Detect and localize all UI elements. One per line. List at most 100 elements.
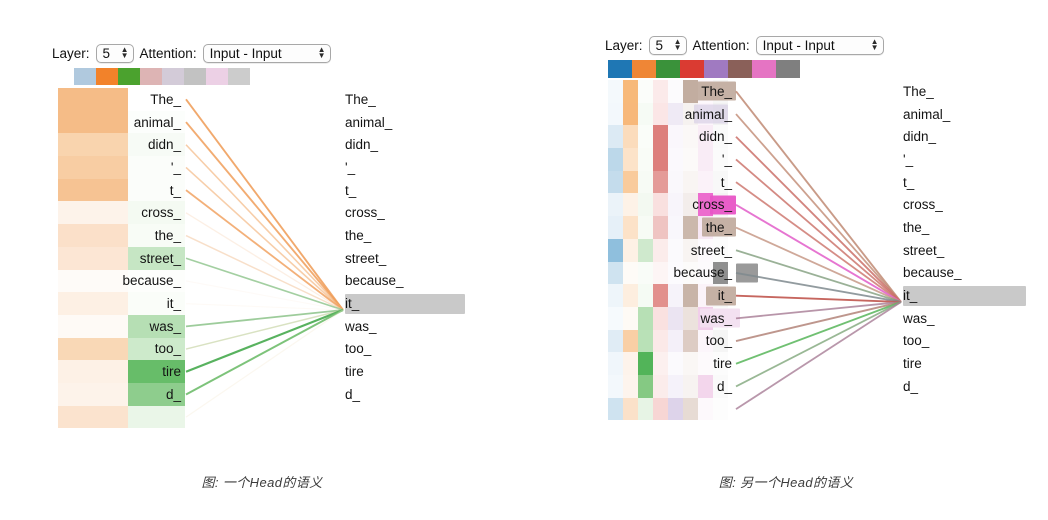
token-target[interactable]: cross_ — [903, 193, 1026, 216]
token-source[interactable]: animal_ — [608, 103, 736, 126]
token-target[interactable]: street_ — [903, 239, 1026, 262]
token-target[interactable]: too_ — [903, 330, 1026, 353]
token-source[interactable]: too_ — [608, 330, 736, 353]
head-swatch-3[interactable] — [118, 68, 140, 85]
layer-stepper-icon[interactable]: ▲ ▼ — [674, 38, 682, 52]
attention-edge — [185, 257, 344, 311]
layer-select[interactable]: 5 ▲ ▼ — [648, 36, 687, 55]
token-target[interactable]: tire — [345, 360, 467, 383]
token-target[interactable]: The_ — [345, 88, 467, 111]
attention-stepper-icon[interactable]: ▲ ▼ — [871, 38, 879, 52]
heatmap-cell — [608, 284, 623, 307]
token-source[interactable]: The_ — [58, 88, 185, 111]
token-source[interactable]: too_ — [58, 338, 185, 361]
token-source[interactable]: street_ — [58, 247, 185, 270]
token-source[interactable]: the_ — [58, 224, 185, 247]
token-source[interactable]: the_ — [608, 216, 736, 239]
heatmap-cell — [608, 306, 623, 330]
attention-edge — [735, 272, 902, 303]
token-target[interactable]: t_ — [345, 179, 467, 202]
head-swatch-1[interactable] — [74, 68, 96, 85]
token-target[interactable]: cross_ — [345, 201, 467, 224]
attention-heatmap-left — [58, 88, 185, 429]
attention-stepper-icon[interactable]: ▲ ▼ — [318, 46, 326, 60]
layer-stepper-icon[interactable]: ▲ ▼ — [121, 46, 129, 60]
heatmap-cell — [58, 133, 128, 157]
token-label: animal_ — [133, 114, 181, 130]
token-source[interactable]: it_ — [58, 292, 185, 315]
token-source[interactable]: cross_ — [58, 201, 185, 224]
heatmap-cell — [698, 261, 713, 285]
heatmap-cell — [638, 102, 653, 126]
token-source[interactable]: The_ — [608, 80, 736, 103]
token-source[interactable]: didn_ — [58, 133, 185, 156]
token-target[interactable]: the_ — [903, 216, 1026, 239]
token-target[interactable]: '_ — [903, 148, 1026, 171]
head-swatch-7[interactable] — [206, 68, 228, 85]
attention-edge — [185, 280, 344, 311]
token-target[interactable]: '_ — [345, 156, 467, 179]
head-swatch-6[interactable] — [184, 68, 206, 85]
attention-type-select[interactable]: Input - Input ▲ ▼ — [202, 44, 331, 63]
attention-type-select[interactable]: Input - Input ▲ ▼ — [755, 36, 884, 55]
token-source[interactable]: animal_ — [58, 111, 185, 134]
token-target[interactable]: street_ — [345, 247, 467, 270]
token-source[interactable]: street_ — [608, 239, 736, 262]
token-source[interactable]: didn_ — [608, 125, 736, 148]
token-target[interactable]: tire — [903, 352, 1026, 375]
token-source[interactable]: '_ — [58, 156, 185, 179]
token-target[interactable]: was_ — [345, 315, 467, 338]
token-source[interactable]: '_ — [608, 148, 736, 171]
token-target[interactable]: The_ — [903, 80, 1026, 103]
token-target[interactable]: because_ — [903, 262, 1026, 285]
token-source[interactable]: it_ — [608, 284, 736, 307]
head-swatch-5[interactable] — [704, 60, 728, 78]
token-target[interactable]: t_ — [903, 171, 1026, 194]
token-source[interactable]: tire — [608, 352, 736, 375]
token-target[interactable]: didn_ — [903, 125, 1026, 148]
token-source[interactable]: because_ — [58, 270, 185, 293]
layer-select[interactable]: 5 ▲ ▼ — [95, 44, 134, 63]
head-swatch-2[interactable] — [632, 60, 656, 78]
heatmap-cell — [58, 246, 128, 270]
token-source[interactable]: cross_ — [608, 193, 736, 216]
head-swatch-8[interactable] — [776, 60, 800, 78]
token-target[interactable]: didn_ — [345, 133, 467, 156]
token-source[interactable]: was_ — [58, 315, 185, 338]
token-source[interactable]: tire — [58, 360, 185, 383]
heatmap-cell — [668, 102, 683, 126]
token-source[interactable]: was_ — [608, 307, 740, 330]
head-swatch-8[interactable] — [228, 68, 250, 85]
head-swatch-1[interactable] — [608, 60, 632, 78]
token-target[interactable]: d_ — [345, 383, 467, 406]
token-target[interactable]: animal_ — [345, 111, 467, 134]
head-swatch-2[interactable] — [96, 68, 118, 85]
token-target[interactable]: it_ — [903, 284, 1026, 307]
head-swatch-6[interactable] — [728, 60, 752, 78]
token-source[interactable]: because_ — [608, 262, 758, 285]
heatmap-cell — [58, 405, 128, 429]
token-target[interactable]: too_ — [345, 338, 467, 361]
head-color-legend-left[interactable] — [74, 68, 250, 85]
heatmap-cell — [713, 261, 728, 285]
token-target[interactable]: d_ — [903, 375, 1026, 398]
token-source[interactable]: d_ — [58, 383, 185, 406]
token-target[interactable]: animal_ — [903, 103, 1026, 126]
heatmap-cell — [608, 352, 623, 375]
token-source[interactable]: t_ — [608, 171, 736, 194]
head-swatch-4[interactable] — [140, 68, 162, 85]
token-target[interactable]: because_ — [345, 270, 467, 293]
token-target[interactable]: the_ — [345, 224, 467, 247]
token-target[interactable]: was_ — [903, 307, 1026, 330]
head-swatch-4[interactable] — [680, 60, 704, 78]
heatmap-cell — [698, 193, 713, 217]
token-source[interactable]: t_ — [58, 179, 185, 202]
head-swatch-3[interactable] — [656, 60, 680, 78]
head-swatch-5[interactable] — [162, 68, 184, 85]
head-swatch-7[interactable] — [752, 60, 776, 78]
head-color-legend-right[interactable] — [608, 60, 800, 78]
token-source[interactable]: d_ — [608, 375, 736, 398]
token-target[interactable]: it_ — [345, 292, 467, 315]
token-label: d_ — [345, 386, 361, 402]
heatmap-cell — [653, 284, 668, 307]
